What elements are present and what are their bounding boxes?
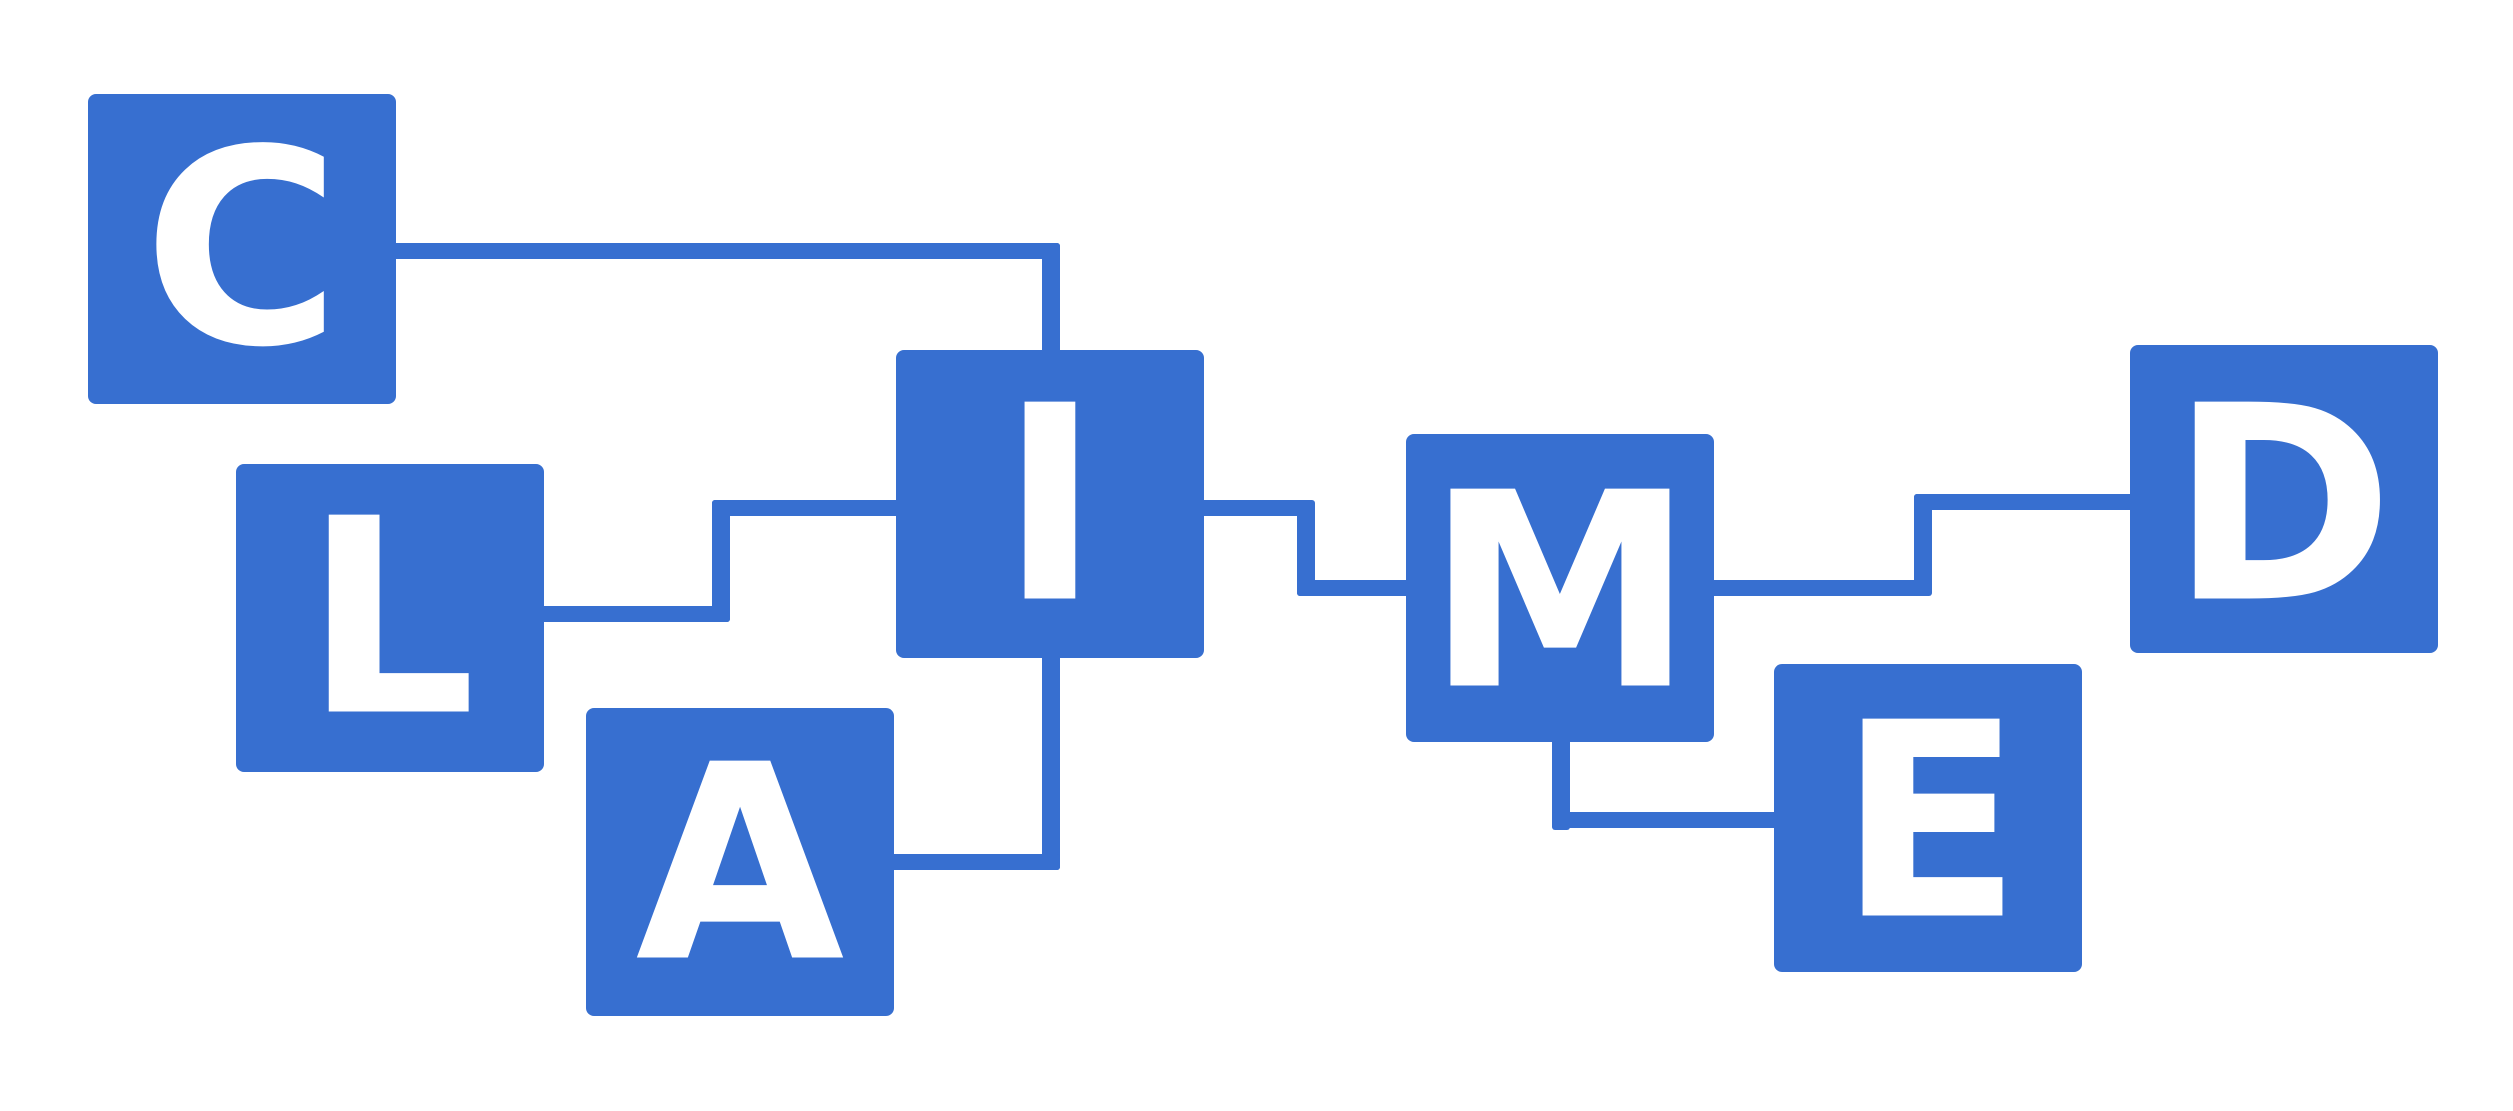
connector-i-a-bottom [880,854,1060,870]
connector-l-i-rise [712,500,730,622]
connector-l-i-high [712,500,912,516]
block-d-tile [2130,345,2438,653]
block-d: D [2130,345,2438,663]
connector-m-d-rise [1914,494,1932,596]
connector-m-d-low [1700,580,1930,596]
letter-i: I [1000,348,1100,663]
block-c: C [88,92,396,407]
letter-l: L [304,461,476,776]
connector-c-i-drop [1042,243,1060,363]
connector-c-i-top [380,243,1060,259]
connector-i-m-high [1200,500,1312,516]
connectors [380,243,2154,870]
block-a-tile [586,708,894,1016]
connector-i-m-low [1297,580,1437,596]
connector-i-m-drop [1297,500,1315,596]
block-l-tile [236,464,544,772]
connector-m-d-high [1914,494,2154,510]
block-e: E [1774,664,2082,980]
block-m-tile [1406,434,1714,742]
letter-d: D [2170,348,2394,663]
connector-l-i-low [530,606,730,622]
letter-a: A [636,707,847,1022]
connector-m-e-low [1552,812,1782,828]
letter-m: M [1426,435,1695,750]
letter-e: E [1838,665,2022,980]
block-m: M [1406,434,1714,750]
letter-c: C [143,92,341,407]
connector-m-e-drop [1552,730,1570,830]
block-i: I [896,348,1204,663]
block-e-tile [1774,664,2082,972]
block-a: A [586,707,894,1022]
block-c-tile [88,94,396,404]
block-l: L [236,461,544,776]
connector-i-a-drop [1042,640,1060,870]
block-i-tile [896,350,1204,658]
